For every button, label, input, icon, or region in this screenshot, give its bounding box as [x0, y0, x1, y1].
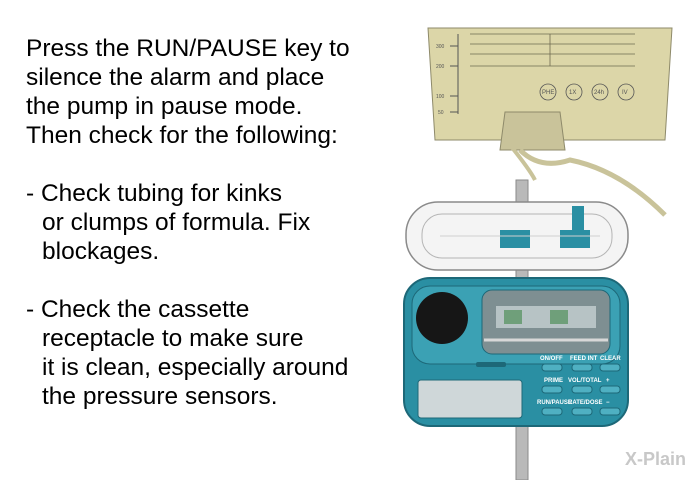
- key-label-feed-int: FEED INT: [570, 356, 598, 362]
- key-label-rate-dose: RATE/DOSE: [568, 400, 603, 406]
- check-cassette-line: receptacle to make sure: [42, 325, 304, 352]
- pump-open-cover: [405, 201, 629, 271]
- bag-symbol: PHE: [542, 90, 554, 96]
- key-label-clear: CLEAR: [600, 356, 621, 362]
- feeding-pump-illustration: 300 200 100 50 PHE 1X 24h IV: [403, 27, 673, 480]
- pump-display: [417, 379, 523, 419]
- check-cassette-line: it is clean, especially around: [42, 354, 349, 381]
- feeding-bag: 300 200 100 50 PHE 1X 24h IV: [427, 27, 673, 217]
- key-label-run-pause: RUN/PAUSE: [537, 400, 572, 406]
- intro-line: Press the RUN/PAUSE key to: [26, 35, 350, 62]
- bag-tick-50: 50: [438, 110, 444, 116]
- minus-button[interactable]: [599, 407, 621, 416]
- check-cassette-line: the pressure sensors.: [42, 383, 278, 410]
- bag-tick-100: 100: [436, 94, 445, 100]
- key-label-plus: +: [606, 378, 610, 384]
- key-label-on-off: ON/OFF: [540, 356, 563, 362]
- intro-line: the pump in pause mode.: [26, 93, 303, 120]
- plus-button[interactable]: [599, 385, 621, 394]
- instructions-text: Press the RUN/PAUSE key to silence the a…: [26, 34, 406, 411]
- prime-button[interactable]: [541, 385, 563, 394]
- pump-keypad: ON/OFF FEED INT CLEAR PRIME VOL/TOTAL + …: [537, 356, 621, 416]
- check-tubing-line: - Check tubing for kinks: [26, 180, 282, 207]
- rate-dose-button[interactable]: [571, 407, 593, 416]
- feed-int-button[interactable]: [571, 363, 593, 372]
- on-off-button[interactable]: [541, 363, 563, 372]
- check-tubing-line: or clumps of formula. Fix: [42, 209, 311, 236]
- vol-total-button[interactable]: [571, 385, 593, 394]
- key-label-vol-total: VOL/TOTAL: [568, 378, 602, 384]
- check-cassette-line: - Check the cassette: [26, 296, 250, 323]
- key-label-minus: −: [606, 400, 610, 406]
- bag-symbol: 24h: [594, 90, 604, 96]
- x-plain-logo: X-Plain: [624, 449, 686, 469]
- intro-line: silence the alarm and place: [26, 64, 325, 91]
- cassette-knob[interactable]: [416, 292, 468, 344]
- bag-symbol: IV: [622, 90, 628, 96]
- clear-button[interactable]: [599, 363, 621, 372]
- intro-line: Then check for the following:: [26, 122, 338, 149]
- check-tubing-line: blockages.: [42, 238, 160, 265]
- key-label-prime: PRIME: [544, 378, 563, 384]
- bag-tick-300: 300: [436, 44, 445, 50]
- run-pause-button[interactable]: [541, 407, 563, 416]
- bag-tick-200: 200: [436, 64, 445, 70]
- bag-symbol: 1X: [569, 90, 576, 96]
